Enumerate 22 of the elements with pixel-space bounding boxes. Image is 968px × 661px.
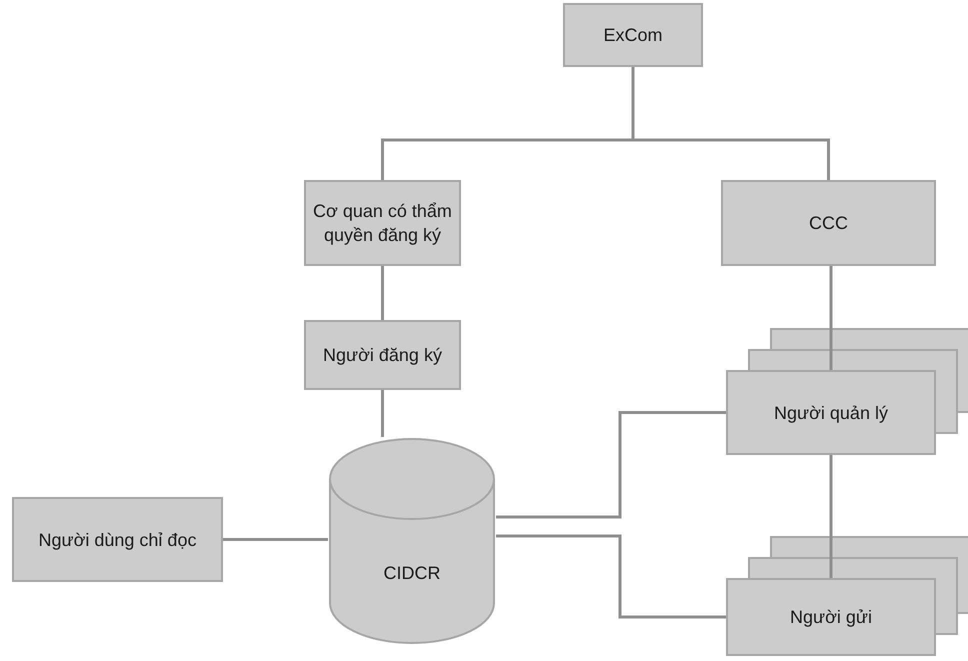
connector-line bbox=[381, 390, 384, 437]
node-label: Người đăng ký bbox=[323, 344, 442, 367]
process-box bbox=[304, 320, 461, 390]
process-box bbox=[726, 578, 936, 656]
node-label: ExCom bbox=[603, 24, 662, 47]
node-label: Người dùng chỉ đọc bbox=[38, 528, 196, 552]
process-box bbox=[12, 497, 223, 582]
node-label: Cơ quan có thẩm quyền đăng ký bbox=[312, 200, 453, 247]
connector-line bbox=[830, 455, 832, 578]
connector-line bbox=[496, 411, 726, 518]
process-box bbox=[726, 370, 936, 455]
connector-line bbox=[381, 266, 384, 320]
connector-line bbox=[830, 266, 832, 370]
connector-line bbox=[223, 538, 328, 541]
connector-line bbox=[496, 534, 726, 618]
process-box bbox=[563, 3, 703, 67]
connector-line bbox=[632, 67, 830, 180]
node-label: CCC bbox=[809, 212, 848, 235]
process-box bbox=[721, 180, 936, 266]
node-label: Người gửi bbox=[790, 606, 872, 629]
process-box bbox=[304, 180, 461, 266]
node-label: Người quản lý bbox=[774, 402, 888, 424]
